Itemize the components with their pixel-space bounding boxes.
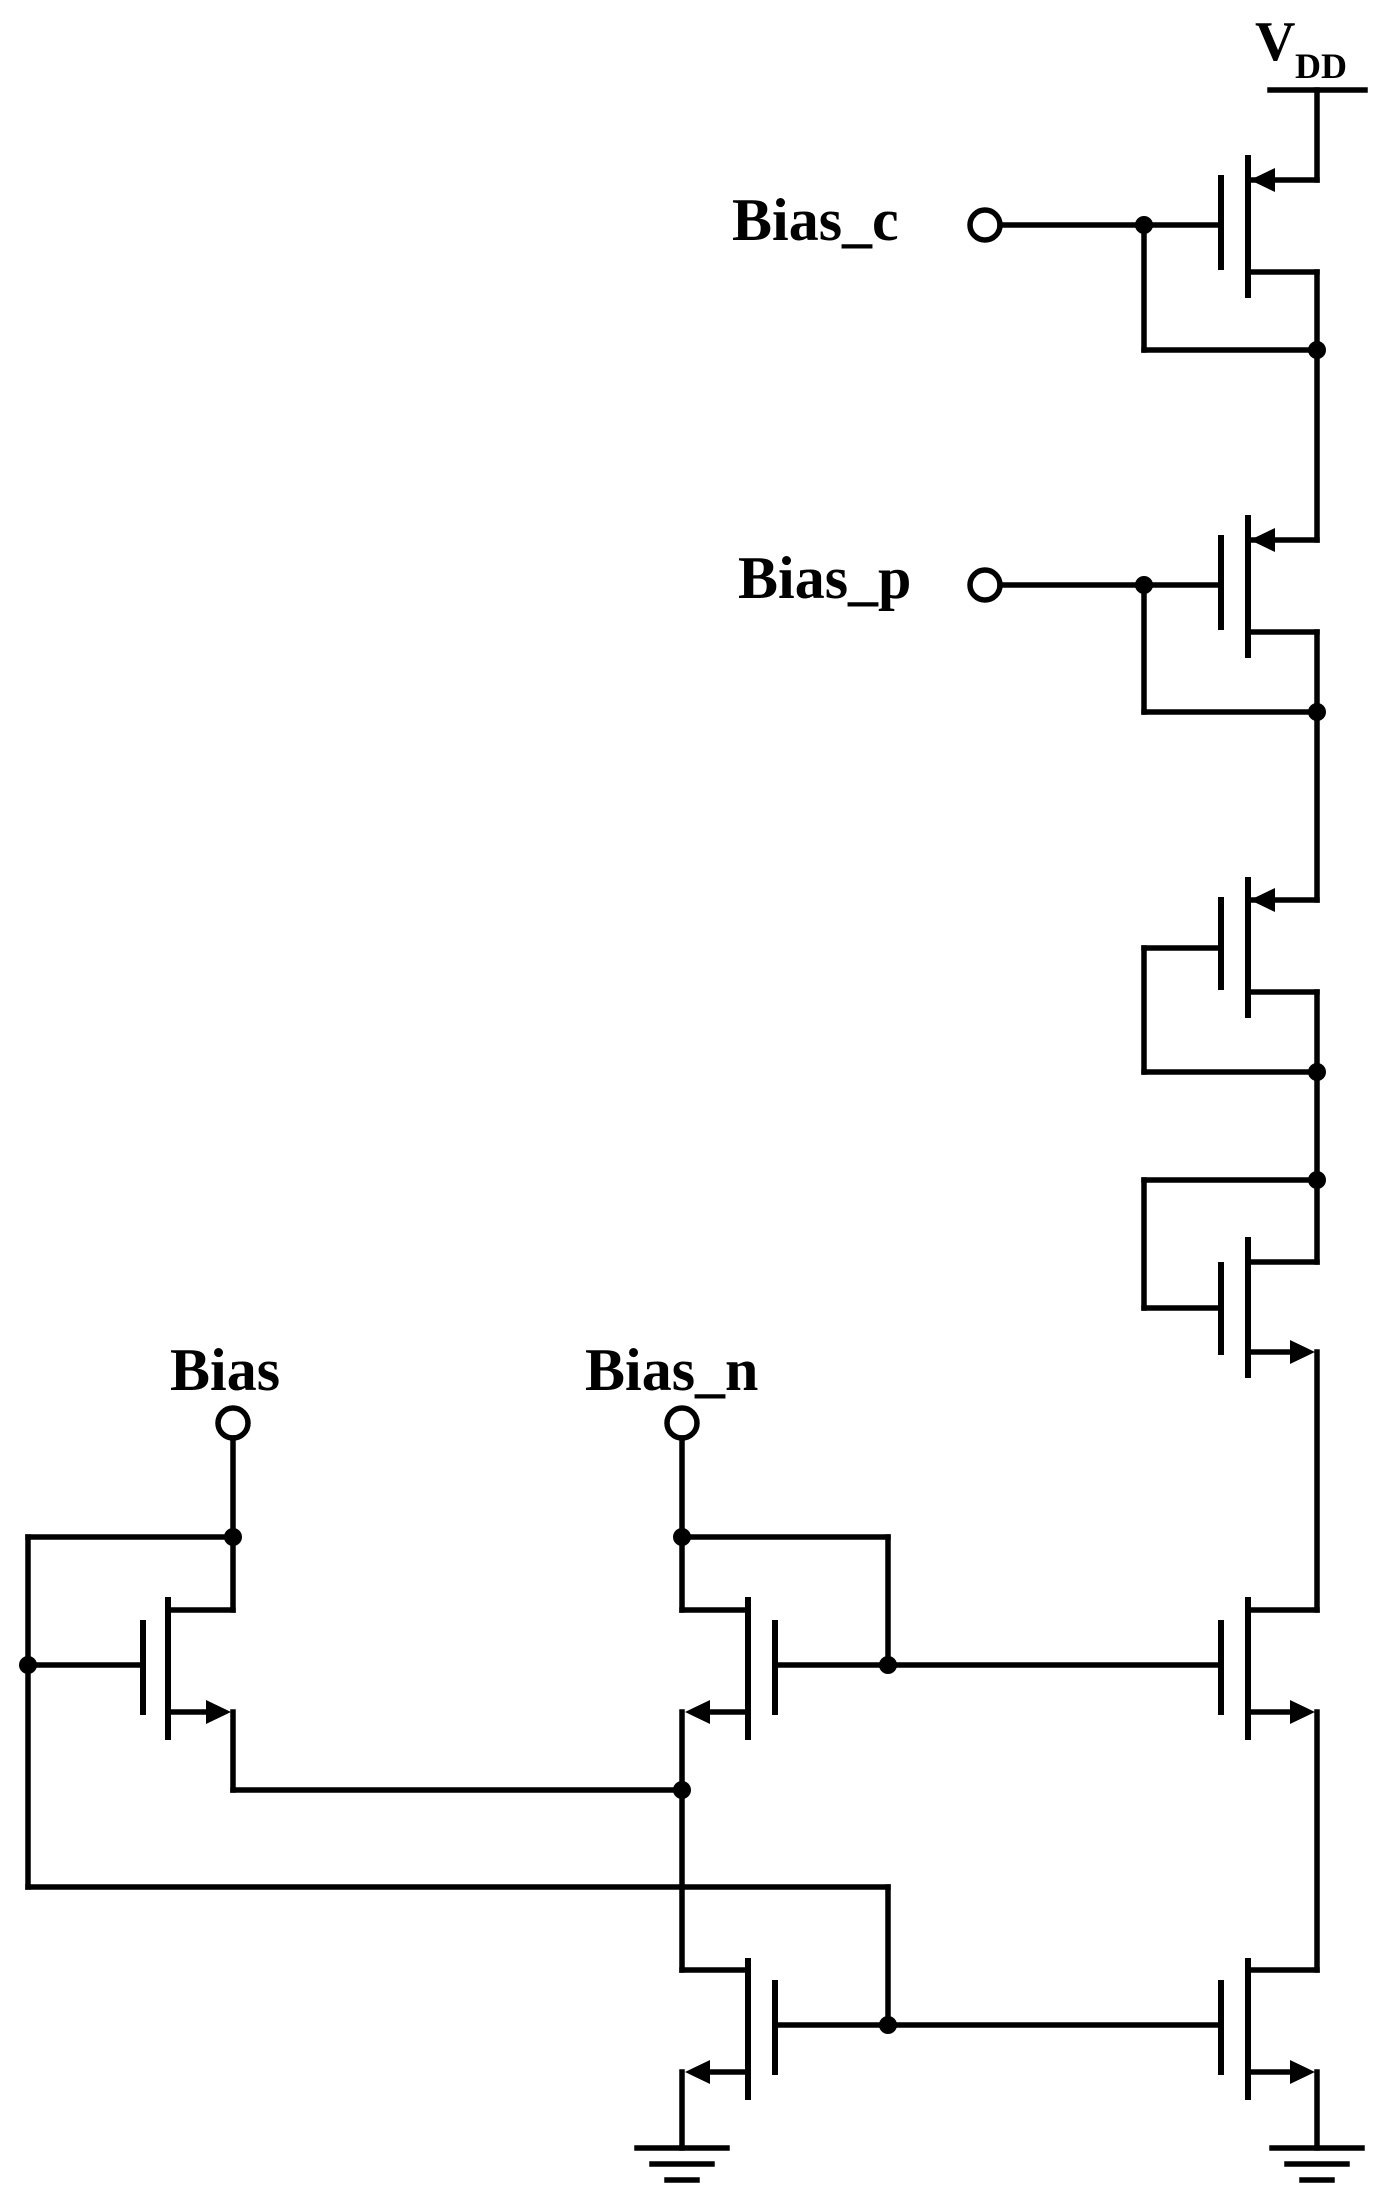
ground-right <box>1269 2145 1365 2183</box>
pmos-top-transistor <box>1218 155 1320 353</box>
bias-c-label: Bias_c <box>732 187 899 253</box>
bias-p-terminal[interactable] <box>967 567 1003 603</box>
source-arrow <box>685 2060 710 2084</box>
bias-n-input[interactable]: Bias_n <box>585 1337 1224 1674</box>
bias-terminal[interactable] <box>215 1405 251 1441</box>
source-arrow <box>1250 528 1275 552</box>
bias-c-input[interactable]: Bias_c <box>732 187 1326 359</box>
nmos-tail-left-transistor <box>679 1958 778 2151</box>
bias-p-input[interactable]: Bias_p <box>738 545 1326 721</box>
ground-left <box>634 2145 730 2183</box>
source-arrow <box>685 1700 710 1724</box>
nmos-diode-transistor <box>1141 1069 1326 1613</box>
nmos-tail-right-transistor <box>1218 1958 1320 2151</box>
vdd-subscript: DD <box>1295 46 1347 86</box>
bias-c-terminal[interactable] <box>967 207 1003 243</box>
bias-input[interactable]: Bias <box>19 1337 1224 2034</box>
pmos-diode-transistor <box>1141 709 1326 1081</box>
source-arrow <box>1250 888 1275 912</box>
source-arrow <box>1290 1700 1315 1724</box>
source-arrow <box>206 1700 231 1724</box>
source-arrow <box>1250 168 1275 192</box>
pmos-mid-transistor <box>1218 347 1320 715</box>
source-arrow <box>1290 1340 1315 1364</box>
vdd-supply: V DD <box>1255 11 1368 183</box>
nmos-cascode-right-transistor <box>1218 1597 1320 1973</box>
vdd-label: V <box>1255 11 1295 73</box>
nmos-bias-transistor <box>140 1534 685 1793</box>
bias-p-label: Bias_p <box>738 545 911 611</box>
bias-n-label: Bias_n <box>585 1337 758 1403</box>
nmos-bias-n-transistor <box>673 1534 778 1973</box>
bias-n-terminal[interactable] <box>664 1405 700 1441</box>
source-arrow <box>1290 2060 1315 2084</box>
bias-label: Bias <box>170 1337 280 1403</box>
